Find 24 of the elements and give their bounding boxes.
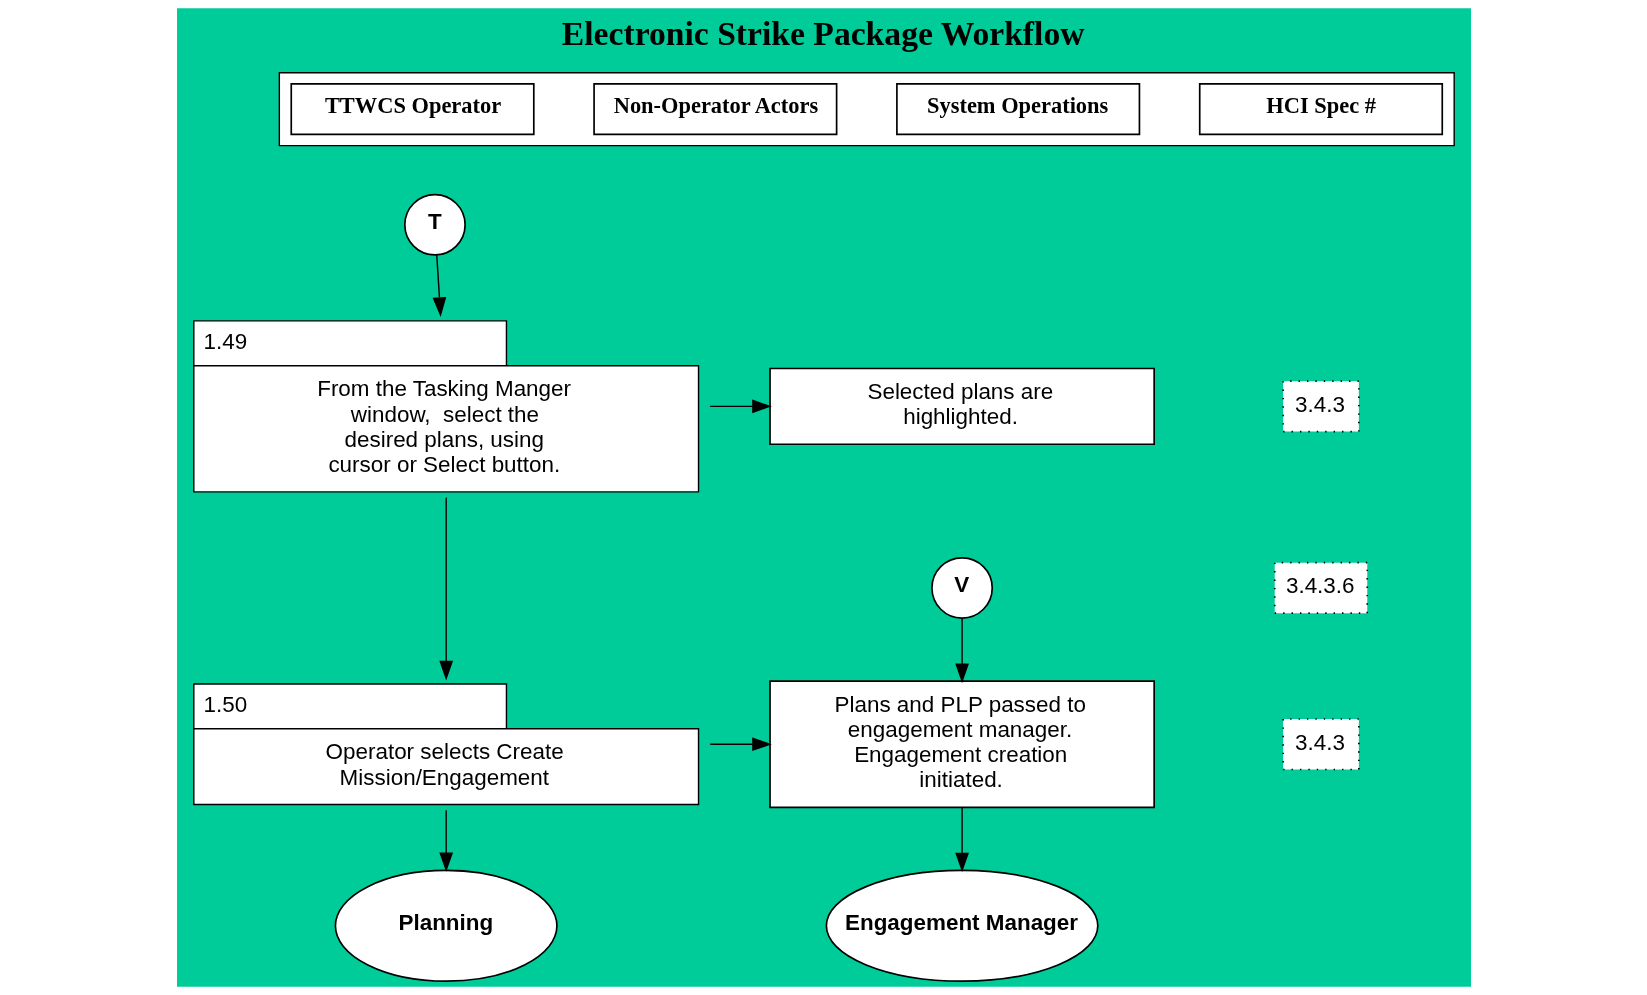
arrow [438,809,453,873]
node-circle: T [403,193,466,256]
node-box: Selected plans are highlighted. [768,367,1155,446]
node-box: Non-Operator Actors [592,83,837,136]
node-box: System Operations [895,83,1140,136]
node-box: 3.4.3.6 [1273,561,1368,614]
node-ellipse: Planning [334,869,558,982]
arrow [708,399,772,414]
diagram-title: Electronic Strike Package Workflow [561,14,1085,52]
node-box: Plans and PLP passed to engagement manager. Engagement creation initiated. [768,680,1155,809]
arrow [954,806,969,873]
cluster [278,72,1455,147]
arrow [954,617,969,684]
arrow [432,254,446,317]
node-box: 3.4.3 [1281,380,1360,433]
arrow [438,496,453,681]
node-circle: V [930,556,993,619]
node-label: 1.50 [203,691,247,717]
node-box: HCI Spec # [1198,83,1443,136]
node-ellipse: Engagement Manager [825,869,1099,982]
node-label: 1.49 [203,328,247,354]
node-box: TTWCS Operator [289,83,535,136]
arrow [708,737,772,752]
node-box: 3.4.3 [1281,718,1360,771]
